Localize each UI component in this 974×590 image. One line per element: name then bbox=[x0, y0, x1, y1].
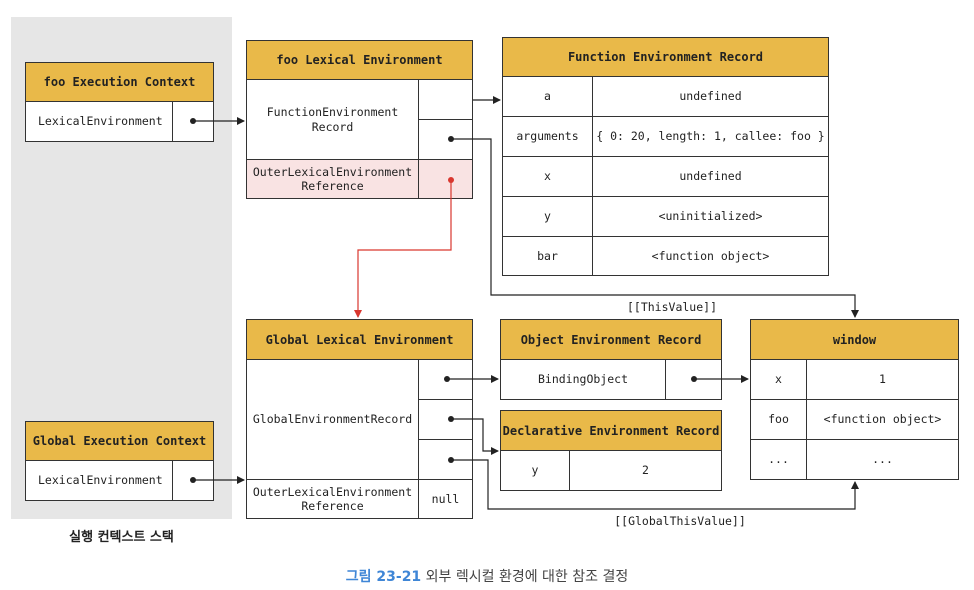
function-env-value-bar: <function object> bbox=[592, 236, 829, 276]
function-env-value-x: undefined bbox=[592, 156, 829, 197]
function-env-key-x: x bbox=[502, 156, 593, 197]
window-key-ellipsis: ... bbox=[750, 439, 807, 480]
window-title: window bbox=[750, 319, 959, 360]
global-lexical-env-title: Global Lexical Environment bbox=[246, 319, 473, 360]
binding-object-label: BindingObject bbox=[500, 359, 666, 400]
function-env-value-a: undefined bbox=[592, 76, 829, 117]
foo-context-lexical-env: LexicalEnvironment bbox=[25, 101, 173, 142]
pointer-dot bbox=[444, 376, 450, 382]
declarative-env-value-y: 2 bbox=[569, 450, 722, 491]
global-this-value-label: [[GlobalThisValue]] bbox=[614, 514, 746, 528]
foo-env-record-slot-1 bbox=[418, 79, 473, 120]
pointer-dot bbox=[448, 416, 454, 422]
pointer-dot bbox=[190, 477, 196, 483]
function-env-key-bar: bar bbox=[502, 236, 593, 276]
global-outer-ref-label: OuterLexicalEnvironment Reference bbox=[246, 479, 419, 519]
figure-caption: 그림 23-21 외부 렉시컬 환경에 대한 참조 결정 bbox=[0, 566, 974, 586]
function-env-record-title: Function Environment Record bbox=[502, 37, 829, 77]
arrow-outer-reference bbox=[354, 180, 452, 318]
function-env-value-y: <uninitialized> bbox=[592, 196, 829, 237]
global-outer-ref-value: null bbox=[418, 479, 473, 519]
pointer-dot bbox=[448, 136, 454, 142]
window-value-foo: <function object> bbox=[806, 399, 959, 440]
foo-outer-ref-label: OuterLexicalEnvironment Reference bbox=[246, 159, 419, 199]
outer-ref-dot bbox=[448, 177, 454, 183]
this-value-label: [[ThisValue]] bbox=[626, 300, 717, 314]
global-context-lexical-env: LexicalEnvironment bbox=[25, 460, 173, 501]
global-execution-context-title: Global Execution Context bbox=[25, 421, 214, 461]
arrow-global-record-to-declarative-record bbox=[451, 418, 499, 455]
stack-label: 실행 컨텍스트 스택 bbox=[69, 530, 174, 545]
window-value-ellipsis: ... bbox=[806, 439, 959, 480]
object-env-record-title: Object Environment Record bbox=[500, 319, 722, 360]
pointer-dot bbox=[691, 376, 697, 382]
foo-execution-context-title: foo Execution Context bbox=[25, 62, 214, 102]
arrow-this-value-to-window bbox=[451, 138, 859, 318]
window-value-x: 1 bbox=[806, 359, 959, 400]
global-env-record-label: GlobalEnvironmentRecord bbox=[246, 359, 419, 480]
figure-number: 그림 23-21 bbox=[345, 569, 422, 585]
figure-title: 외부 렉시컬 환경에 대한 참조 결정 bbox=[425, 569, 629, 585]
pointer-dot bbox=[190, 118, 196, 124]
pointer-dot bbox=[448, 457, 454, 463]
declarative-env-key-y: y bbox=[500, 450, 570, 491]
window-key-foo: foo bbox=[750, 399, 807, 440]
foo-outer-ref-slot bbox=[418, 159, 473, 199]
function-env-key-a: a bbox=[502, 76, 593, 117]
arrow-global-this-value-to-window bbox=[451, 459, 859, 510]
